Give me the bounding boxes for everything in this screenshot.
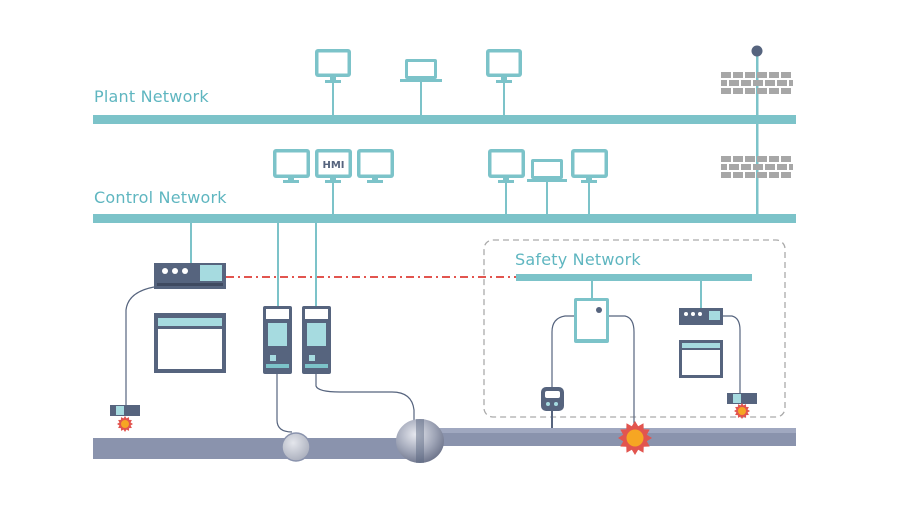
firewall-icon (721, 156, 793, 178)
io-uplink-2 (315, 223, 317, 306)
io-uplink-1 (277, 223, 279, 306)
monitor-icon (488, 149, 525, 183)
control-drop-1 (505, 183, 507, 214)
safety-controller-icon (574, 298, 609, 343)
process-pipeline (93, 428, 796, 459)
io-module-icon (263, 306, 292, 374)
ball-valve (281, 432, 311, 462)
control-network-label: Control Network (94, 188, 227, 207)
flame-icon (618, 421, 652, 455)
plant-network-label: Plant Network (94, 87, 209, 106)
io-wire-2 (315, 374, 415, 424)
laptop-icon (400, 59, 442, 82)
monitor-icon (315, 49, 351, 83)
sensor-icon (727, 393, 757, 404)
sensor-wire-left (125, 286, 155, 407)
hmi-drop (332, 183, 334, 214)
firewall-icon (721, 72, 793, 94)
controller-icon (679, 308, 723, 325)
plant-drop-1 (332, 83, 334, 115)
control-network-bus (93, 214, 796, 223)
monitor-icon (486, 49, 522, 83)
monitor-icon (273, 149, 310, 183)
monitor-icon (571, 149, 608, 183)
safety-wire-2 (609, 315, 635, 428)
plant-drop-3 (503, 83, 505, 115)
safety-network-label: Safety Network (515, 250, 641, 269)
safety-drop-1 (591, 281, 593, 299)
flame-icon (117, 416, 133, 432)
laptop-icon (527, 159, 567, 182)
sensor-icon (541, 387, 564, 428)
controller-uplink (190, 223, 192, 264)
sensor-icon (110, 405, 140, 416)
safety-network-bus (516, 274, 752, 281)
safety-wire-1 (551, 315, 574, 388)
controller-icon (154, 263, 226, 289)
valve-icon (396, 419, 444, 463)
monitor-icon (357, 149, 394, 183)
control-drop-2 (546, 182, 548, 214)
safety-workstation (679, 340, 723, 378)
riser-line (756, 54, 759, 216)
control-drop-3 (588, 183, 590, 214)
plant-drop-2 (420, 82, 422, 115)
io-wire-1 (276, 374, 293, 433)
engineering-workstation (154, 313, 226, 373)
safety-wire-3 (723, 315, 741, 395)
io-module-icon (302, 306, 331, 374)
flame-icon (734, 403, 750, 419)
safety-drop-2 (700, 281, 702, 308)
hmi-panel: HMI (315, 149, 352, 183)
plant-network-bus (93, 115, 796, 124)
antenna-node (751, 45, 763, 57)
hmi-label: HMI (322, 160, 344, 171)
